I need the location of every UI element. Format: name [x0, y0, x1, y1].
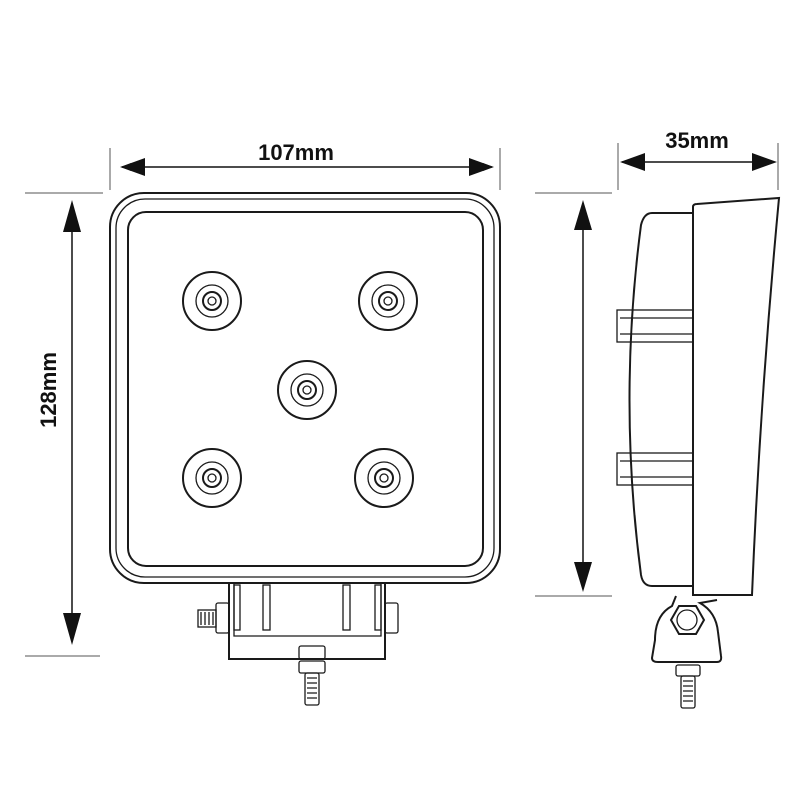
led-center [277, 360, 337, 420]
front-view [109, 192, 501, 706]
side-view [616, 196, 781, 709]
depth-label: 35mm [665, 128, 729, 153]
housing-band [616, 309, 694, 343]
side-height-dimension [535, 192, 612, 597]
led-bottom-left [182, 448, 242, 508]
height-dimension: 128mm [25, 192, 103, 657]
side-mount [650, 595, 723, 709]
width-label: 107mm [258, 140, 334, 165]
led-top-left [182, 271, 242, 331]
housing-band [616, 452, 694, 486]
depth-dimension: 35mm [617, 128, 779, 190]
led-bottom-right [354, 448, 414, 508]
mounting-bracket [197, 584, 399, 706]
led-top-right [358, 271, 418, 331]
width-dimension: 107mm [109, 140, 501, 190]
height-label: 128mm [36, 352, 61, 428]
